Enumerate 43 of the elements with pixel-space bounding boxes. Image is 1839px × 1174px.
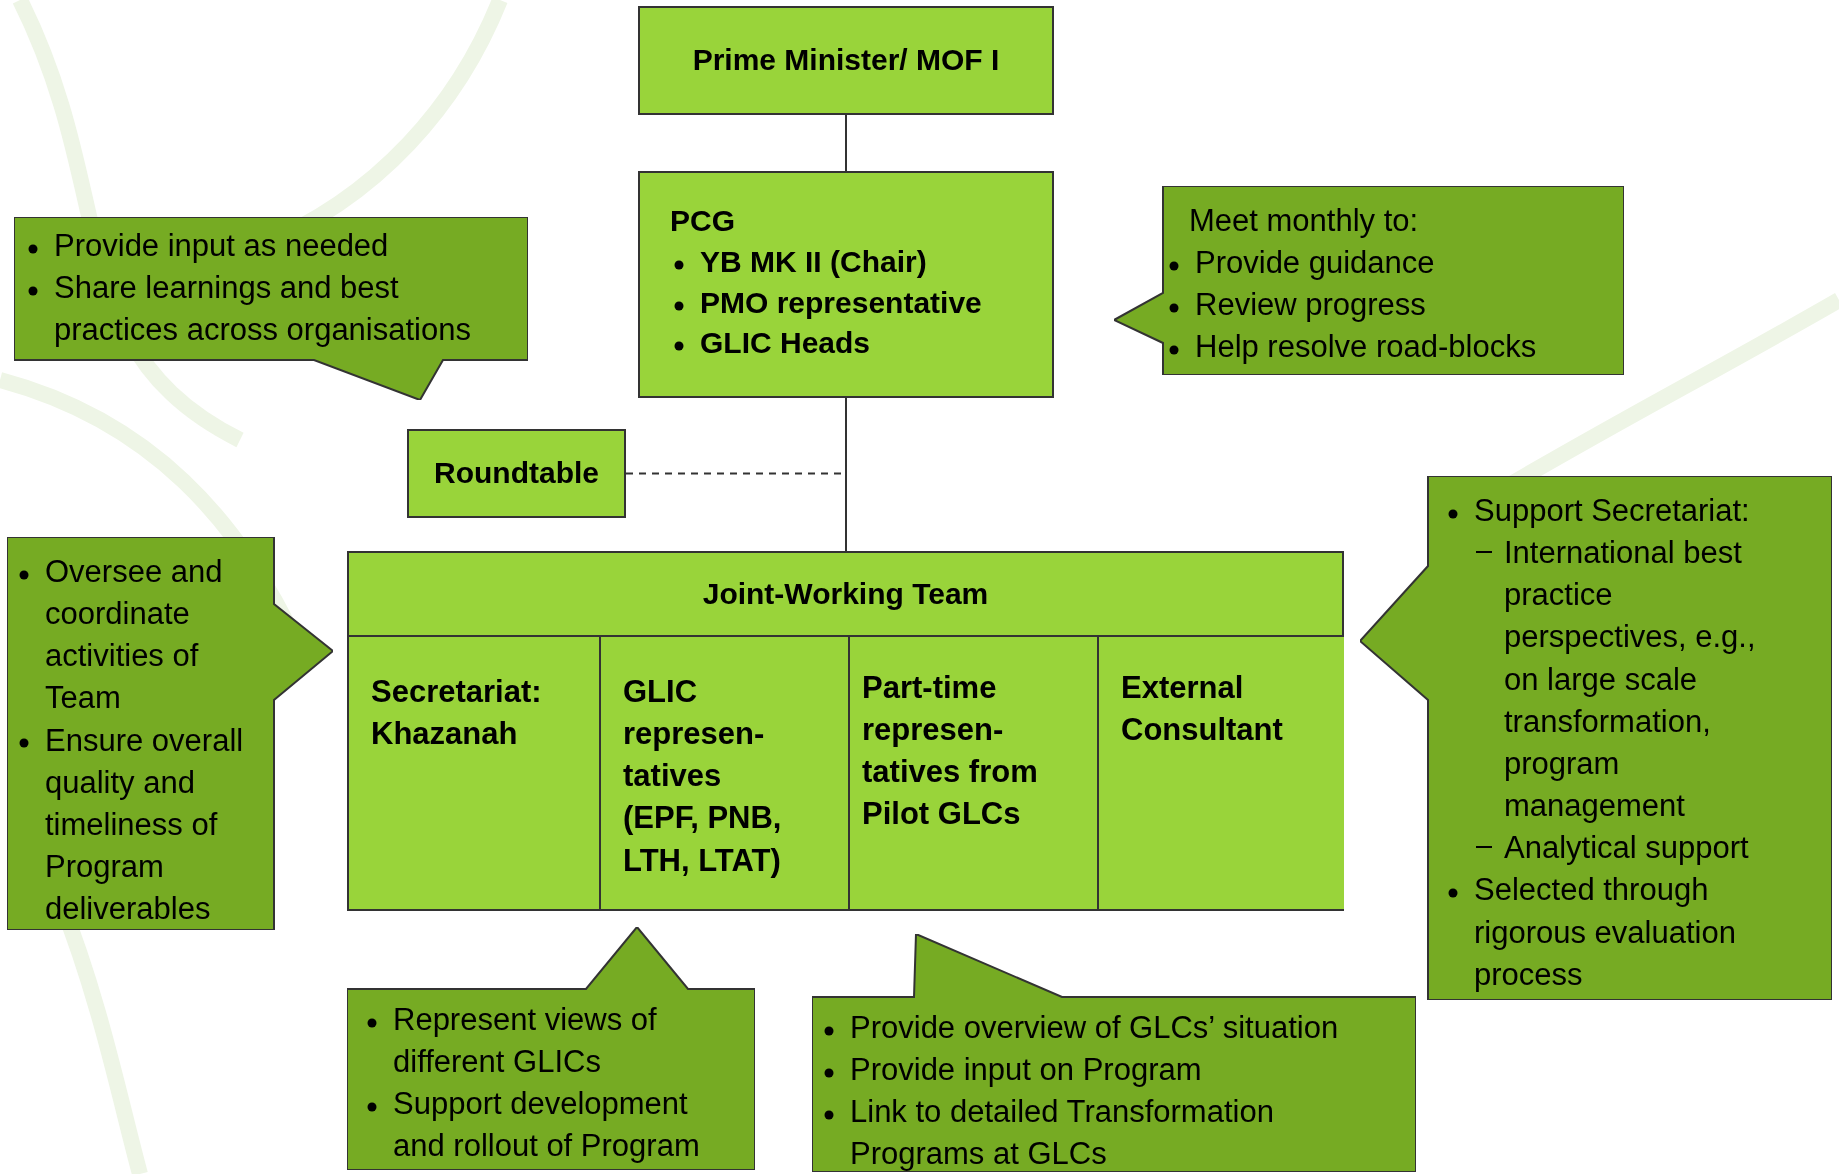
box-heading: Prime Minister/ MOF I xyxy=(692,43,1000,77)
team-member-cell xyxy=(1097,635,1344,909)
box-heading: GLIC represen-tatives (EPF, PNB, LTH, LTAT) xyxy=(623,674,782,878)
list-item: Provide guidance xyxy=(1195,245,1435,281)
list-item: Provide input on Program xyxy=(850,1052,1202,1088)
callout-box xyxy=(14,217,528,400)
box-heading: Secretariat: Khazanah xyxy=(371,674,542,752)
list-item: Share learnings and best practices across organisations xyxy=(54,270,471,348)
list-item: Review progress xyxy=(1195,287,1426,323)
list-item: Link to detailed Transformation Programs at GLCs xyxy=(850,1094,1274,1172)
team-member-cell xyxy=(848,635,1097,909)
callout-box xyxy=(1114,186,1624,375)
org-box xyxy=(638,6,1054,115)
list-item: GLIC Heads xyxy=(700,326,871,360)
box-heading: PCG xyxy=(670,204,735,237)
team-panel xyxy=(347,551,1344,911)
connector-line xyxy=(845,114,847,172)
list-item: Oversee and coordinate activities of Team xyxy=(45,554,223,716)
callout-box xyxy=(7,537,333,930)
list-item: Provide overview of GLCs’ situation xyxy=(850,1010,1339,1045)
list-item: PMO representative xyxy=(700,285,982,319)
list-item: Support Secretariat: xyxy=(1474,493,1750,528)
list-item: YB MK II (Chair) xyxy=(700,244,927,278)
list-item: Represent views of different GLICs xyxy=(393,1002,657,1080)
team-member-cell xyxy=(599,635,848,909)
callout-heading: Meet monthly to: xyxy=(1189,203,1419,238)
list-item: International best practice perspectives, e.g., on large scale transformation, program management xyxy=(1504,535,1756,824)
list-item: Provide input as needed xyxy=(54,228,389,263)
list-item: Help resolve road-blocks xyxy=(1195,329,1537,365)
list-item: Selected through rigorous evaluation process xyxy=(1474,872,1736,992)
callout-box xyxy=(1360,476,1832,1000)
box-heading: External Consultant xyxy=(1121,670,1283,748)
committee-box xyxy=(638,171,1054,398)
box-heading: Joint-Working Team xyxy=(702,576,989,610)
callout-box xyxy=(347,927,755,1170)
roundtable-box xyxy=(407,429,626,518)
callout-box xyxy=(812,934,1416,1172)
list-item: Ensure overall quality and timeliness of Program deliverables xyxy=(45,722,244,927)
box-heading: Part-time represen-tatives from Pilot GLCs xyxy=(862,670,1038,832)
box-heading: Roundtable xyxy=(434,456,599,490)
list-item: Analytical support xyxy=(1504,830,1749,866)
list-item: Support development and rollout of Program xyxy=(393,1086,700,1164)
connector-line xyxy=(845,397,847,552)
